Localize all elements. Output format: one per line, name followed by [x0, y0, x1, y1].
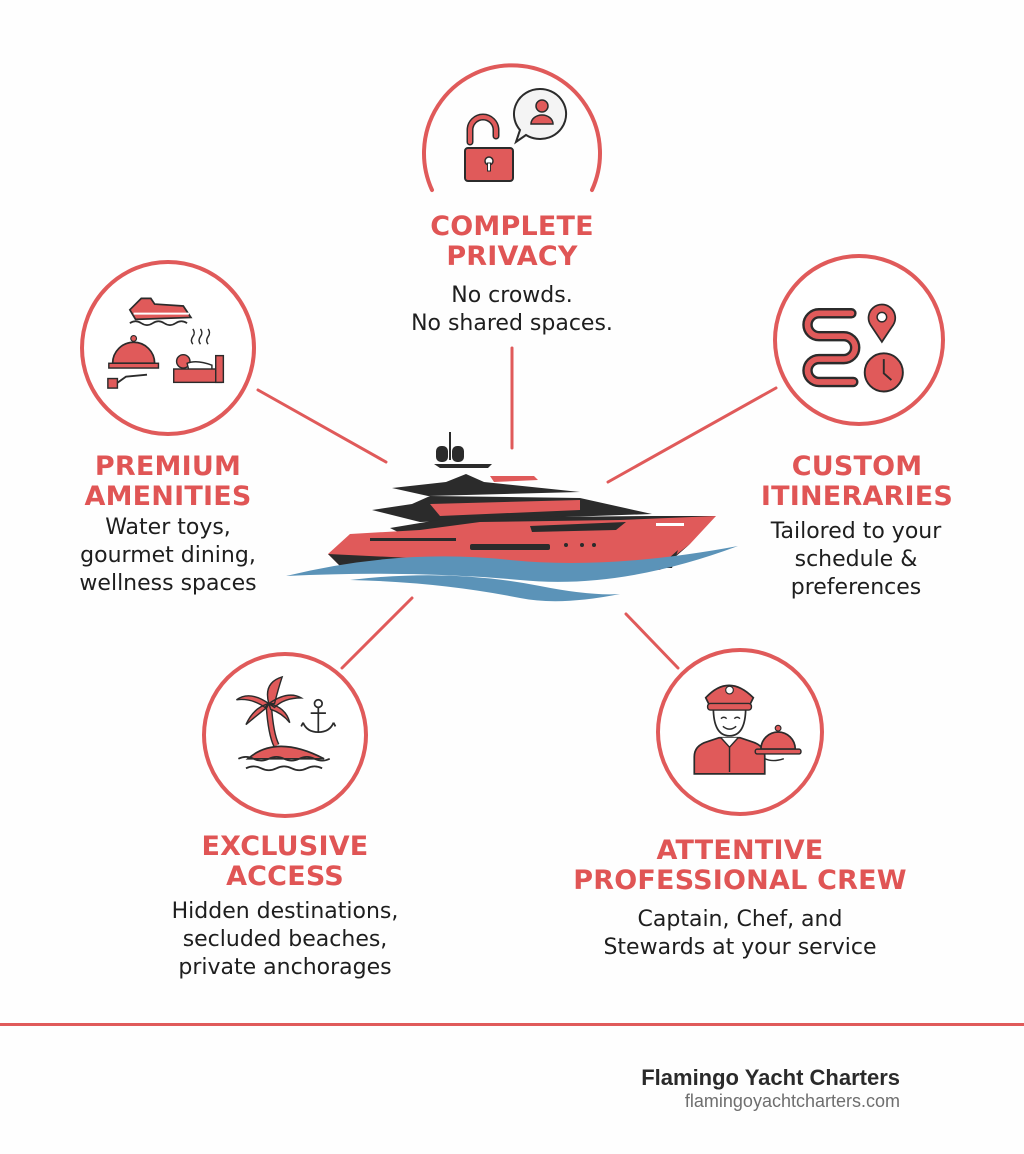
amenities-icon-frame	[80, 260, 256, 436]
waves-icon	[286, 546, 738, 602]
feature-description: Water toys, gourmet dining, wellness spa…	[38, 514, 298, 598]
feature-title: PREMIUM AMENITIES	[58, 452, 278, 512]
desc-line: wellness spaces	[79, 571, 257, 596]
crew-icon-frame	[656, 648, 824, 816]
footer-divider	[0, 1023, 1024, 1026]
feature-title: COMPLETE PRIVACY	[412, 212, 612, 272]
unlocked-padlock-icon	[464, 113, 514, 182]
jet-ski-icon	[128, 297, 193, 326]
desc-line: Tailored to your	[770, 519, 942, 544]
desc-line: Stewards at your service	[603, 935, 877, 960]
desc-line: No crowds.	[451, 283, 573, 308]
cloche-serving-icon	[107, 335, 160, 389]
feature-title: EXCLUSIVE ACCESS	[175, 832, 395, 892]
desc-line: preferences	[790, 575, 922, 600]
title-line: AMENITIES	[84, 481, 252, 512]
desc-line: private anchorages	[178, 955, 392, 980]
palm-island-icon	[236, 675, 331, 772]
feature-description: Tailored to your schedule & preferences	[736, 518, 976, 602]
desc-line: Captain, Chef, and	[637, 907, 843, 932]
desc-line: gourmet dining,	[80, 543, 256, 568]
feature-title: CUSTOM ITINERARIES	[752, 452, 962, 512]
clock-icon	[863, 352, 904, 393]
anchor-icon	[300, 698, 337, 734]
title-line: ATTENTIVE	[656, 835, 824, 866]
access-icon-frame	[202, 652, 368, 818]
title-line: ACCESS	[226, 861, 344, 892]
title-line: COMPLETE	[430, 211, 594, 242]
spa-massage-icon	[173, 328, 225, 384]
title-line: EXCLUSIVE	[201, 831, 369, 862]
title-line: PREMIUM	[94, 451, 242, 482]
title-line: CUSTOM	[791, 451, 923, 482]
captain-steward-icon	[693, 684, 766, 775]
title-line: ITINERARIES	[760, 481, 954, 512]
desc-line: schedule &	[794, 547, 918, 572]
desc-line: Hidden destinations,	[171, 899, 399, 924]
title-line: PROFESSIONAL CREW	[573, 865, 907, 896]
itineraries-icon-frame	[773, 254, 945, 426]
desc-line: secluded beaches,	[182, 927, 388, 952]
cloche-serving-icon	[754, 724, 802, 762]
feature-description: No crowds. No shared spaces.	[362, 282, 662, 338]
yacht-icon	[286, 432, 738, 602]
privacy-icon-frame	[422, 63, 602, 192]
map-pin-icon	[867, 303, 897, 344]
brand-name: Flamingo Yacht Charters	[641, 1065, 900, 1090]
desc-line: Water toys,	[105, 515, 231, 540]
feature-title: ATTENTIVE PROFESSIONAL CREW	[570, 836, 910, 896]
brand-url: flamingoyachtcharters.com	[684, 1091, 900, 1111]
user-speech-bubble-icon	[513, 87, 568, 145]
desc-line: No shared spaces.	[411, 311, 613, 336]
winding-route-icon	[802, 308, 861, 388]
feature-description: Captain, Chef, and Stewards at your serv…	[580, 906, 900, 962]
title-line: PRIVACY	[446, 241, 578, 272]
feature-description: Hidden destinations, secluded beaches, p…	[150, 898, 420, 982]
